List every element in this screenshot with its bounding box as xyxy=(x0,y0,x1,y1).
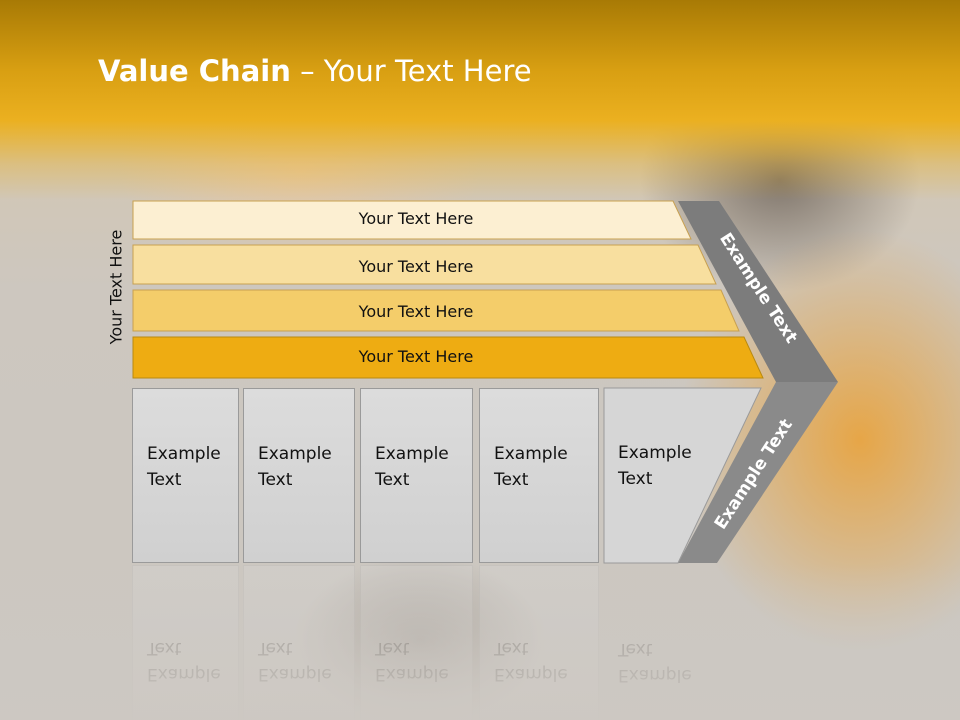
cell-2-text: Example Text xyxy=(258,444,332,490)
cell-3[interactable]: Example Text xyxy=(360,388,473,563)
cell-1-text: Example Text xyxy=(147,444,221,490)
bar-3[interactable] xyxy=(132,289,740,332)
bar-4[interactable] xyxy=(132,336,764,379)
bar-1-label: Your Text Here xyxy=(358,209,474,228)
title-rest: – Your Text Here xyxy=(290,54,532,88)
bar-2-label: Your Text Here xyxy=(358,257,474,276)
cell-5-text: Example Text xyxy=(618,443,692,489)
chevron-lower[interactable] xyxy=(678,382,838,563)
page-title: Value Chain – Your Text Here xyxy=(98,54,532,88)
cell-2[interactable]: Example Text xyxy=(243,388,355,563)
title-bold: Value Chain xyxy=(98,54,291,88)
cell-1[interactable]: Example Text xyxy=(132,388,239,563)
last-cell-shape xyxy=(603,387,762,564)
chevron-upper[interactable] xyxy=(678,201,838,382)
bar-3-label: Your Text Here xyxy=(358,302,474,321)
cell-4[interactable]: Example Text xyxy=(479,388,599,563)
cell-4-text: Example Text xyxy=(494,444,568,490)
cell-5[interactable]: Example Text xyxy=(604,388,714,563)
cell-3-text: Example Text xyxy=(375,444,449,490)
bar-2[interactable] xyxy=(132,244,717,285)
bar-1[interactable] xyxy=(132,200,692,240)
header-band xyxy=(0,0,960,200)
bar-4-label: Your Text Here xyxy=(358,347,474,366)
